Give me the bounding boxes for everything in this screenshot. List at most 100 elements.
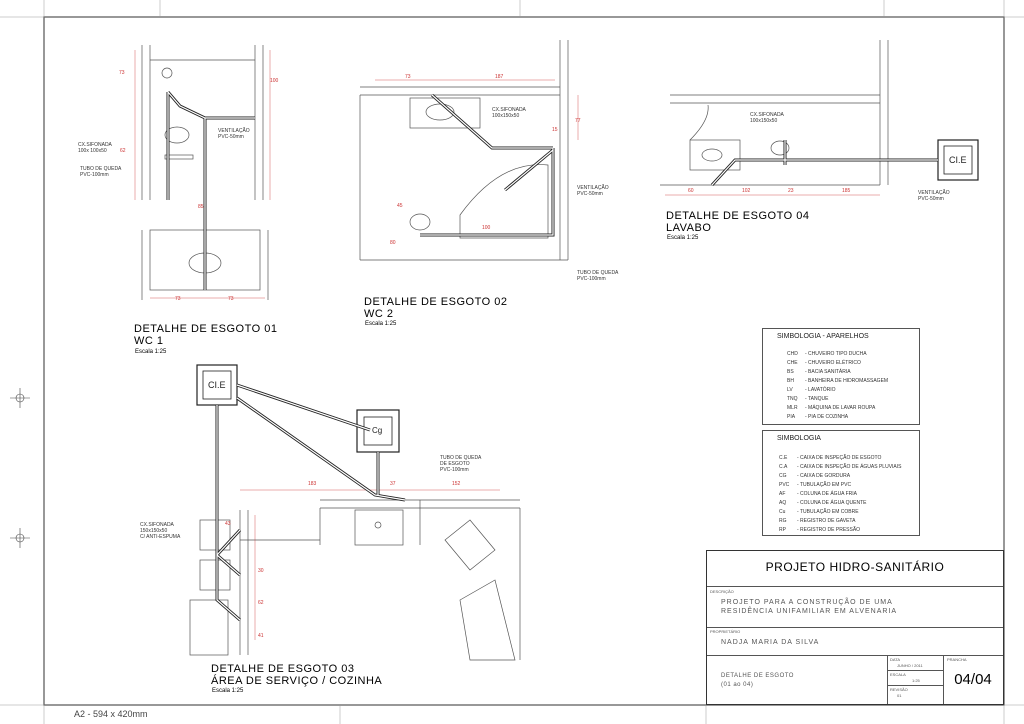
author-label: PROPRIETÁRIO — [710, 629, 741, 634]
legend-device-row: CHE- CHUVEIRO ELÉTRICO — [787, 360, 861, 366]
dim-43: 43 — [225, 521, 231, 527]
detail-02-scale: Escala 1:25 — [365, 321, 397, 327]
rev-value: 01 — [897, 693, 902, 698]
legend-symbol-row: AF- COLUNA DE ÁGUA FRIA — [779, 491, 858, 497]
dim-15: 15 — [552, 127, 558, 133]
registration-marks — [10, 388, 30, 548]
detail-01-scale: Escala 1:25 — [135, 349, 167, 355]
detail-01-pipes — [166, 91, 255, 290]
legend-symbol-row: RG- REGISTRO DE GAVETA — [779, 518, 856, 524]
legend-device-row: CHD- CHUVEIRO TIPO DUCHA — [787, 351, 867, 357]
legend-device-row: BS- BACIA SANITÁRIA — [787, 369, 851, 375]
detail-02-title: DETALHE DE ESGOTO 02 WC 2 — [364, 296, 507, 320]
dim-187: 187 — [495, 74, 504, 80]
legend-symbol-row: RP- REGISTRO DE PRESSÃO — [779, 527, 861, 533]
scale-label: ESCALA — [890, 672, 906, 677]
legend-symbol-row: CG- CAIXA DE GORDURA — [779, 473, 851, 479]
dim-23: 23 — [788, 188, 794, 194]
rev-label: REVISÃO — [890, 687, 908, 692]
detail-04-drawing — [660, 40, 889, 196]
author-name: NADJA MARIA DA SILVA — [721, 639, 820, 646]
dim-185: 185 — [842, 188, 851, 194]
sheet-number: 04/04 — [954, 671, 992, 688]
date-label: DATA — [890, 657, 901, 662]
dim-62: 62 — [120, 148, 126, 154]
legend-symbol-row: C.E- CAIXA DE INSPEÇÃO DE ESGOTO — [779, 455, 882, 461]
desc-line-2: RESIDÊNCIA UNIFAMILIAR EM ALVENARIA — [721, 608, 898, 615]
detail-02-drawing — [359, 40, 579, 261]
dim-30: 30 — [258, 568, 264, 574]
dim-73-a: 73 — [119, 70, 125, 76]
detail-04-title-text: DETALHE DE ESGOTO 04 — [666, 210, 810, 222]
sheet-desc-1: DETALHE DE ESGOTO — [721, 673, 794, 679]
detail-01-title: DETALHE DE ESGOTO 01 WC 1 — [134, 323, 277, 347]
detail-02-subtitle: WC 2 — [364, 308, 394, 320]
legend-device-row: BH- BANHEIRA DE HIDROMASSAGEM — [787, 378, 889, 384]
date-value: JUNHO / 2011 — [897, 663, 923, 668]
detail-01-pipes-inner — [167, 91, 255, 290]
dim-45: 45 — [397, 203, 403, 209]
detail-04-title: DETALHE DE ESGOTO 04 LAVABO — [666, 210, 809, 234]
detail-03-subtitle: ÁREA DE SERVIÇO / COZINHA — [211, 675, 383, 687]
legend-symbol-row: Cu- TUBULAÇÃO EM COBRE — [779, 509, 859, 515]
legend-symbol-row: C.A- CAIXA DE INSPEÇÃO DE ÁGUAS PLUVIAIS — [779, 464, 902, 470]
dim-37: 37 — [390, 481, 396, 487]
sheet-desc-2: (01 ao 04) — [721, 682, 754, 688]
dim-77: 77 — [575, 118, 581, 124]
legend-device-row: PIA- PIA DE COZINHA — [787, 414, 849, 420]
legend-device-row: MLR- MÁQUINA DE LAVAR ROUPA — [787, 405, 876, 411]
title-block: PROJETO HIDRO-SANITÁRIO DESCRIÇÃO PROJET… — [706, 550, 1004, 705]
detail-01-drawing — [134, 45, 271, 300]
as-cg-label: Cg — [372, 426, 383, 435]
legend-device-row: LV- LAVATÓRIO — [787, 387, 836, 393]
dim-60: 60 — [688, 188, 694, 194]
legend-symbol-row: PVC- TUBULAÇÃO EM PVC — [779, 482, 852, 488]
project-title: PROJETO HIDRO-SANITÁRIO — [765, 560, 945, 574]
legend-device-row: TNQ- TANQUE — [787, 396, 829, 402]
dim-41: 41 — [258, 633, 264, 639]
detail-03-pipes — [215, 383, 406, 622]
detail-04-pipes — [710, 140, 938, 187]
dim-62b: 62 — [258, 600, 264, 606]
dim-85: 85 — [198, 204, 204, 210]
sheet-label: PRANCHA — [947, 657, 967, 662]
detail-02-title-text: DETALHE DE ESGOTO 02 — [364, 296, 508, 308]
scale-value: 1:25 — [912, 678, 920, 683]
legend-symbols-title: SIMBOLOGIA — [777, 435, 821, 442]
dim-100: 100 — [270, 78, 279, 84]
legend-devices: SIMBOLOGIA - APARELHOS CHD- CHUVEIRO TIP… — [762, 328, 920, 425]
dim-183: 183 — [308, 481, 317, 487]
detail-03-scale: Escala 1:25 — [212, 688, 244, 694]
desc-line-1: PROJETO PARA A CONSTRUÇÃO DE UMA — [721, 599, 893, 606]
legend-symbols: SIMBOLOGIA C.E- CAIXA DE INSPEÇÃO DE ESG… — [762, 430, 920, 536]
detail-03-title-text: DETALHE DE ESGOTO 03 — [211, 663, 355, 675]
detail-02-pipes — [420, 93, 555, 237]
detail-03-pipes-inner — [216, 384, 406, 621]
detail-02-pipes-inner — [420, 94, 554, 236]
dim-100b: 100 — [482, 225, 491, 231]
as-ci-label: CI.E — [208, 380, 226, 390]
dim-73-b: 73 — [175, 296, 181, 302]
detail-04-subtitle: LAVABO — [666, 222, 712, 234]
lav-ci-label: CI.E — [949, 155, 967, 165]
detail-01-title-text: DETALHE DE ESGOTO 01 — [134, 323, 278, 335]
detail-04-scale: Escala 1:25 — [667, 235, 699, 241]
detail-01-subtitle: WC 1 — [134, 335, 164, 347]
dim-80: 80 — [390, 240, 396, 246]
legend-symbol-row: AQ- COLUNA DE ÁGUA QUENTE — [779, 500, 867, 506]
detail-04-pipes-inner — [711, 140, 938, 186]
sheet-size: A2 - 594 x 420mm — [74, 709, 148, 719]
legend-devices-title: SIMBOLOGIA - APARELHOS — [777, 333, 869, 340]
